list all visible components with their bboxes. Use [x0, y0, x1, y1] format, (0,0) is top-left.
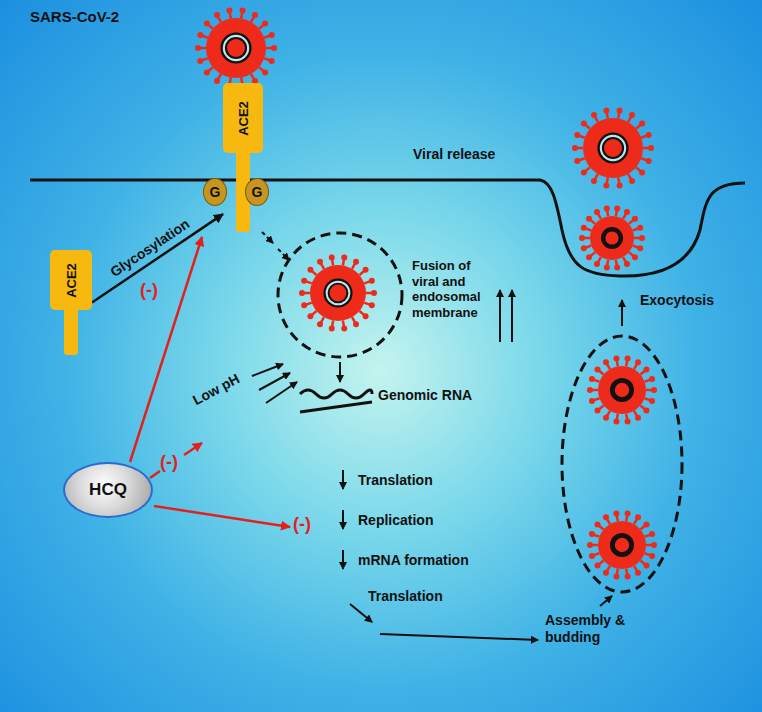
virus-particle: [299, 255, 377, 332]
endosome: [278, 233, 402, 357]
step-label: Genomic RNA: [378, 387, 472, 404]
node-text: ACE2: [64, 263, 79, 298]
virus-particle: [579, 205, 645, 270]
step-label: Assembly & budding: [545, 612, 640, 646]
step-label: Translation: [368, 588, 443, 605]
ace2-receptor: ACE2: [50, 250, 92, 355]
step-label: Translation: [358, 472, 433, 489]
inhibition-sign: (-): [140, 280, 158, 302]
step-label: Fusion of viral and endosomal membrane: [412, 258, 496, 320]
inhibition-sign: (-): [293, 514, 311, 536]
inhibition-arrows: [130, 237, 290, 527]
glycan-circle: G: [245, 178, 269, 206]
node-text: ACE2: [236, 101, 251, 136]
drug-ellipse: HCQ: [63, 462, 153, 518]
step-label: SARS-CoV-2: [30, 8, 119, 26]
node-text: HCQ: [89, 480, 127, 500]
virus-particle: [195, 8, 277, 89]
process-arrows: [252, 232, 622, 640]
step-label: Viral release: [413, 146, 495, 163]
step-label: Replication: [358, 512, 433, 529]
virus-particle: [572, 108, 654, 189]
edge-label: Glycosylation: [107, 215, 193, 280]
inhibition-sign: (-): [160, 452, 178, 474]
glycosylation-arrow: [92, 214, 223, 302]
step-label: mRNA formation: [358, 552, 469, 569]
glycan-circle: G: [203, 178, 227, 206]
node-text: G: [210, 184, 221, 200]
vesicle: [562, 336, 682, 592]
step-label: Exocytosis: [640, 292, 714, 309]
ace2-receptor: ACE2: [223, 83, 263, 232]
step-label: Low pH: [190, 370, 243, 409]
virus-particle: [587, 355, 657, 424]
virus-particle: [587, 510, 657, 579]
node-text: G: [252, 184, 263, 200]
